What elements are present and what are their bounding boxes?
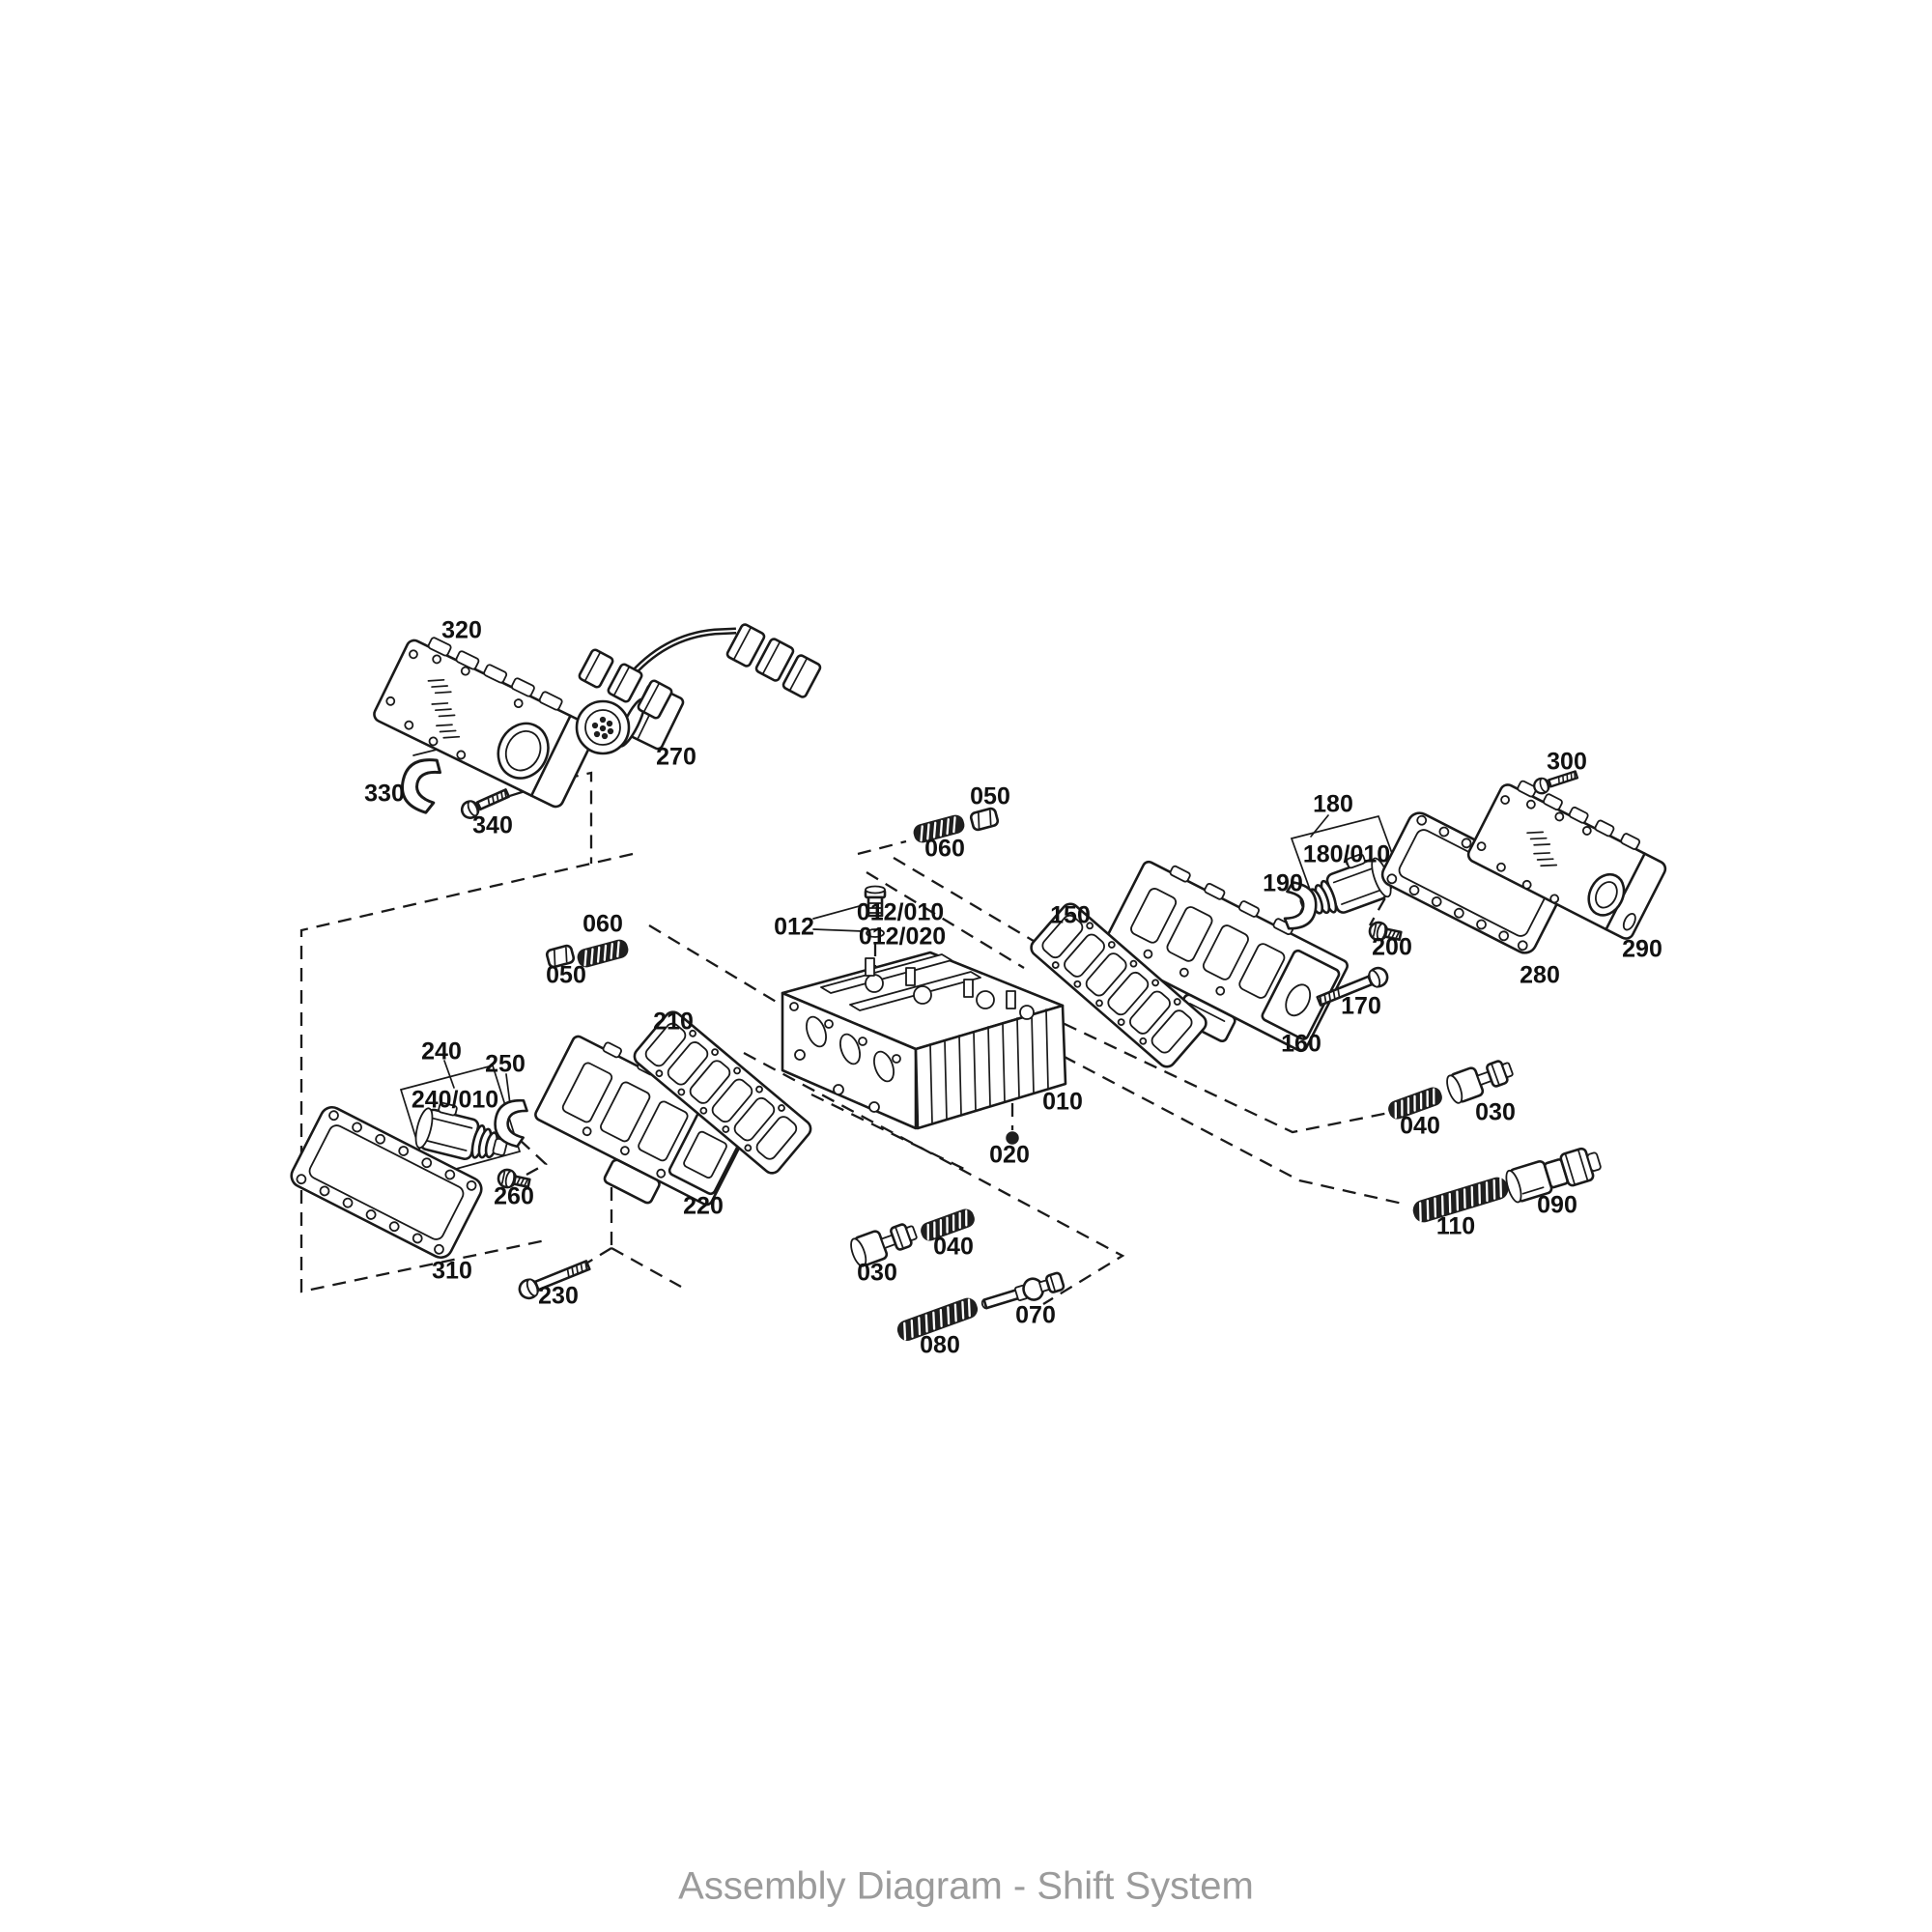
part-label-320: 320 — [441, 616, 482, 644]
valve-body-010 — [781, 951, 1067, 1130]
part-label-040: 040 — [1400, 1112, 1440, 1140]
part-label-060: 060 — [582, 910, 623, 938]
part-label-010: 010 — [1042, 1088, 1083, 1116]
cover-plate-320 — [373, 637, 597, 809]
part-label-080: 080 — [920, 1331, 960, 1359]
gasket-310 — [290, 1105, 483, 1260]
plug-050-top — [968, 806, 1001, 833]
clip-330 — [396, 749, 444, 815]
part-label-150: 150 — [1050, 901, 1091, 929]
part-label-070: 070 — [1015, 1301, 1056, 1329]
part-label-330: 330 — [364, 780, 405, 808]
construction-lines — [299, 771, 1404, 1305]
part-label-230: 230 — [538, 1282, 579, 1310]
channel-plate-220 — [534, 1035, 751, 1207]
part-label-060: 060 — [924, 835, 965, 863]
part-label-030: 030 — [1475, 1098, 1516, 1126]
part-label-012-010: 012/010 — [856, 898, 945, 926]
part-label-270: 270 — [656, 743, 696, 771]
part-label-180: 180 — [1313, 790, 1353, 818]
part-label-050: 050 — [970, 782, 1010, 810]
part-label-050: 050 — [546, 961, 586, 989]
part-label-170: 170 — [1341, 992, 1381, 1020]
part-label-240: 240 — [421, 1037, 462, 1065]
part-label-020: 020 — [989, 1141, 1030, 1169]
part-label-290: 290 — [1622, 935, 1662, 963]
part-label-260: 260 — [494, 1182, 534, 1210]
part-label-220: 220 — [683, 1192, 724, 1220]
wiring-harness-270 — [575, 623, 822, 755]
part-label-180-010: 180/010 — [1302, 840, 1391, 868]
part-label-280: 280 — [1520, 961, 1560, 989]
part-label-012: 012 — [774, 913, 814, 941]
part-label-190: 190 — [1263, 869, 1303, 897]
leader-lines-012 — [812, 904, 864, 932]
part-label-030: 030 — [857, 1259, 897, 1287]
part-label-340: 340 — [472, 811, 513, 839]
part-label-250: 250 — [485, 1050, 526, 1078]
channel-plate-160 — [1101, 860, 1349, 1053]
part-label-090: 090 — [1537, 1191, 1577, 1219]
part-label-300: 300 — [1547, 748, 1587, 776]
part-label-040: 040 — [933, 1233, 974, 1261]
part-label-110: 110 — [1435, 1212, 1476, 1240]
part-label-210: 210 — [653, 1008, 694, 1036]
end-cover-290 — [1466, 780, 1667, 940]
screw-plug-012-010 — [864, 885, 887, 918]
part-label-200: 200 — [1372, 933, 1412, 961]
part-label-310: 310 — [432, 1257, 472, 1285]
diagram-title: Assembly Diagram - Shift System — [678, 1864, 1254, 1908]
part-label-240-010: 240/010 — [411, 1086, 499, 1114]
valve-030-right — [1442, 1053, 1518, 1107]
gasket-210 — [633, 1010, 812, 1175]
part-label-012-020: 012/020 — [858, 923, 947, 951]
ball-020 — [1006, 1131, 1019, 1145]
part-label-160: 160 — [1281, 1030, 1321, 1058]
gasket-150 — [1030, 902, 1208, 1068]
